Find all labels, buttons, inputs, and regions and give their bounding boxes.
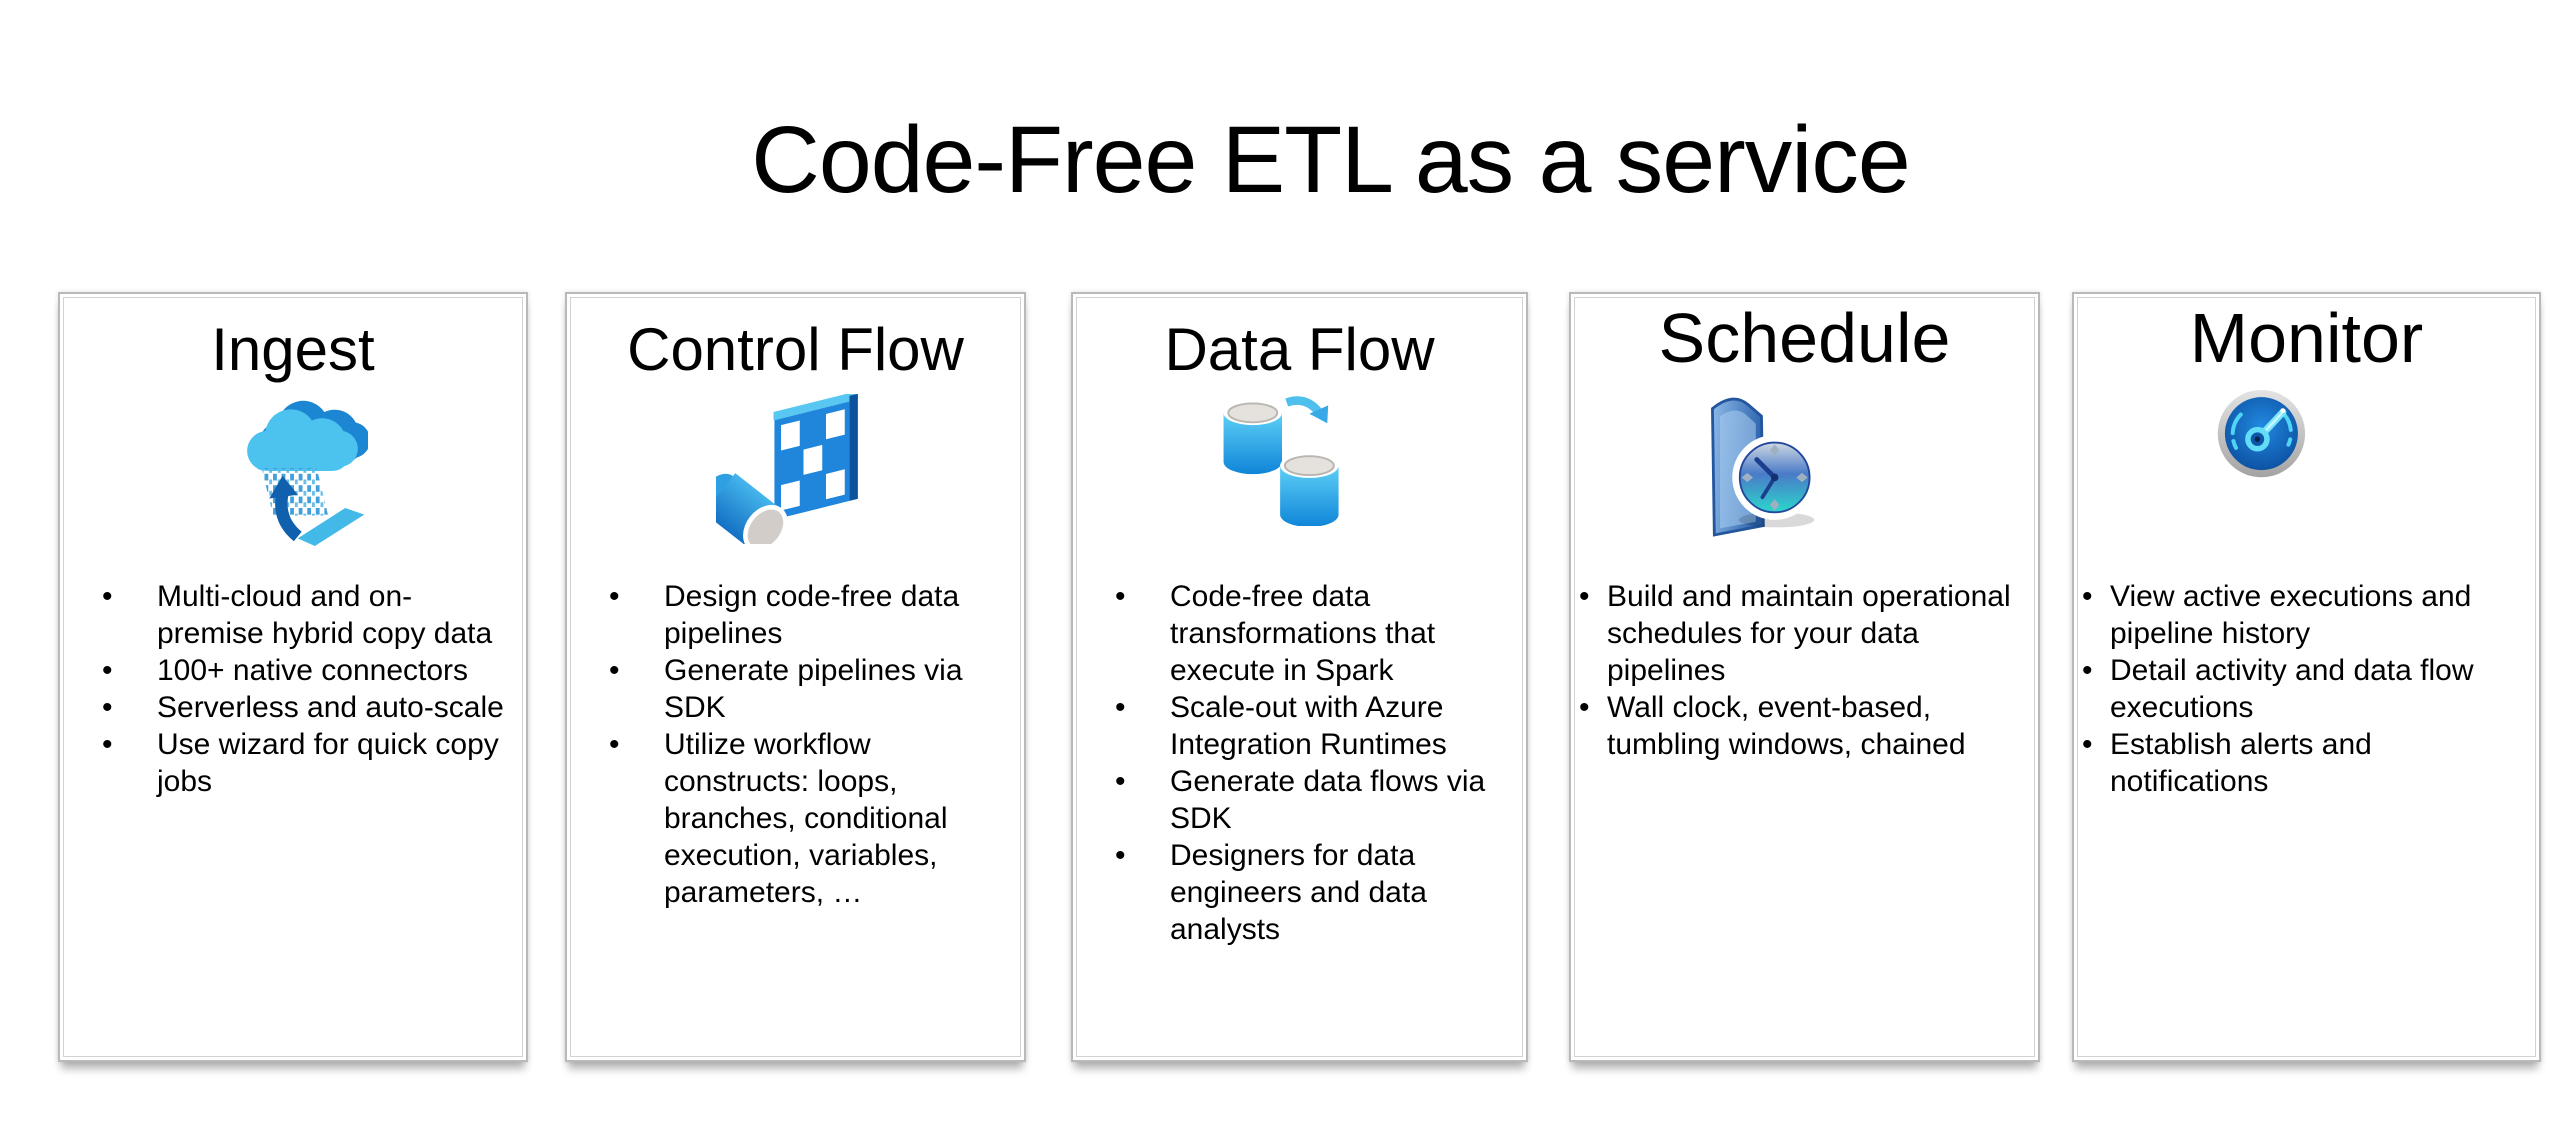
card-title: Monitor [2189, 299, 2424, 377]
gauge-icon [2074, 378, 2539, 560]
bullet-item: Multi-cloud and on-premise hybrid copy d… [100, 578, 512, 652]
folder-clock-icon [1571, 378, 2038, 560]
bullet-item: 100+ native connectors [100, 652, 512, 689]
bullet-item: Establish alerts and notifications [2082, 726, 2529, 800]
bullet-item: Code-free data transformations that exec… [1113, 578, 1512, 689]
card-title: Ingest [211, 316, 375, 383]
bullet-list: Code-free data transformations that exec… [1073, 578, 1526, 948]
page-title: Code-Free ETL as a service [751, 106, 1910, 213]
card-ingest: Ingest Multi-cloud and on-premise hybrid… [58, 292, 528, 1062]
bullet-item: Scale-out with Azure Integration Runtime… [1113, 689, 1512, 763]
pipeline-table-drum-icon [567, 386, 1024, 568]
card-title: Control Flow [627, 316, 964, 383]
bullet-item: Generate data flows via SDK [1113, 763, 1512, 837]
bullet-list: Build and maintain operational schedules… [1571, 578, 2038, 763]
card-data-flow: Data Flow Code-free data transformatio [1071, 292, 1528, 1062]
bullet-item: Utilize workflow constructs: loops, bran… [607, 726, 1010, 911]
bullet-item: Serverless and auto-scale [100, 689, 512, 726]
cloud-data-upload-icon [60, 386, 526, 568]
bullet-item: Design code-free data pipelines [607, 578, 1010, 652]
bullet-item: Designers for data engineers and data an… [1113, 837, 1512, 948]
bullet-item: Build and maintain operational schedules… [1579, 578, 2028, 689]
bullet-list: View active executions and pipeline hist… [2074, 578, 2539, 800]
databases-transform-icon [1073, 386, 1526, 568]
card-schedule: Schedule B [1569, 292, 2040, 1062]
card-monitor: Monitor View active executions and pipel… [2072, 292, 2541, 1062]
bullet-item: Generate pipelines via SDK [607, 652, 1010, 726]
bullet-item: Use wizard for quick copy jobs [100, 726, 512, 800]
card-title: Data Flow [1164, 316, 1435, 383]
bullet-list: Design code-free data pipelines Generate… [567, 578, 1024, 911]
bullet-item: Wall clock, event-based, tumbling window… [1579, 689, 2028, 763]
card-control-flow: Control Flow [565, 292, 1026, 1062]
bullet-list: Multi-cloud and on-premise hybrid copy d… [60, 578, 526, 800]
bullet-item: View active executions and pipeline hist… [2082, 578, 2529, 652]
bullet-item: Detail activity and data flow executions [2082, 652, 2529, 726]
card-title: Schedule [1658, 299, 1951, 377]
